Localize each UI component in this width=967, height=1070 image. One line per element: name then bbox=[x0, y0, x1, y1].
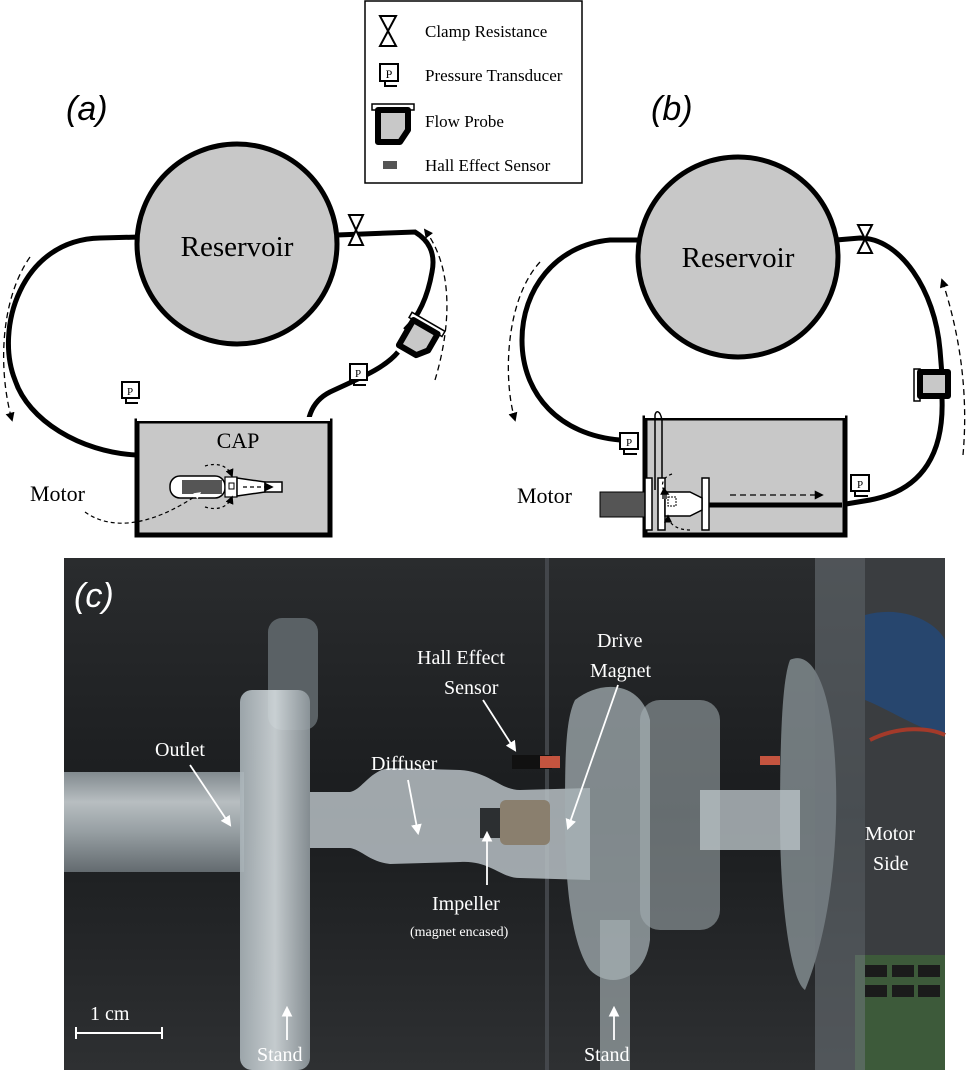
flow-probe-icon bbox=[371, 103, 415, 145]
label-hall-sensor: Sensor bbox=[444, 677, 499, 699]
photo-hall-sensor-marker bbox=[540, 756, 560, 768]
panel-a-motor-pointer bbox=[84, 492, 202, 524]
legend-label-pressure: Pressure Transducer bbox=[425, 66, 563, 85]
panel-a-reservoir-label: Reservoir bbox=[181, 231, 294, 263]
photo-pointer-arrows bbox=[189, 684, 620, 1040]
panel-b-sensor-wire bbox=[654, 410, 663, 490]
panel-a-pressure-transducer-icon: P bbox=[121, 381, 140, 404]
photo-right-housing bbox=[640, 700, 720, 930]
photo-shaft-housing bbox=[700, 790, 800, 850]
label-stand-left: Stand bbox=[257, 1044, 303, 1066]
legend-label-hall: Hall Effect Sensor bbox=[425, 156, 551, 175]
panel-b-flow-arrow-right bbox=[939, 278, 966, 456]
panel-a-tube-left bbox=[6, 234, 141, 458]
panel-a-cap-label: CAP bbox=[217, 428, 260, 453]
svg-text:P: P bbox=[626, 437, 632, 449]
panel-a-label: (a) bbox=[66, 90, 108, 128]
panel-a-flow-arrow-right bbox=[423, 228, 448, 381]
svg-text:P: P bbox=[857, 479, 863, 491]
panel-a-tank-open-top bbox=[137, 417, 330, 421]
label-scale: 1 cm bbox=[90, 1003, 130, 1025]
label-impeller-note: (magnet encased) bbox=[410, 925, 509, 940]
panel-b-pump bbox=[644, 473, 710, 531]
panel-a-flow-probe-icon bbox=[395, 311, 446, 359]
panel-b-tank bbox=[642, 415, 848, 538]
label-hall-effect: Hall Effect bbox=[417, 647, 505, 669]
panel-c-label: (c) bbox=[74, 577, 114, 615]
panel-b-label: (b) bbox=[651, 90, 693, 128]
legend-label-flow: Flow Probe bbox=[425, 112, 504, 131]
panel-b-clamp-icon bbox=[856, 224, 874, 254]
photo-drive-magnet bbox=[500, 800, 550, 845]
panel-a-reservoir bbox=[134, 141, 340, 347]
panel-b-reservoir bbox=[635, 154, 841, 360]
panel-b-flow-probe-icon bbox=[913, 368, 951, 402]
photo-pump-body bbox=[310, 768, 590, 880]
photo-left-stand bbox=[240, 690, 310, 1070]
panel-b-reservoir-label: Reservoir bbox=[682, 242, 795, 274]
scale-bar bbox=[75, 1027, 163, 1039]
label-motor: Motor bbox=[865, 823, 915, 845]
label-impeller: Impeller bbox=[432, 893, 500, 915]
label-outlet: Outlet bbox=[155, 739, 205, 761]
photo-motor-side-plate bbox=[815, 558, 865, 1070]
panel-b: (b) Reservoir P bbox=[507, 90, 966, 538]
label-diffuser: Diffuser bbox=[371, 753, 438, 775]
panel-b-motor bbox=[599, 491, 647, 518]
panel-b-motor-label: Motor bbox=[517, 483, 573, 508]
photo-right-stand-post bbox=[600, 920, 630, 1070]
panel-b-pressure-transducer-icon: P bbox=[619, 432, 639, 455]
label-side: Side bbox=[873, 853, 909, 875]
label-stand-right: Stand bbox=[584, 1044, 630, 1066]
photo-red-wire bbox=[869, 727, 946, 742]
panel-a-flow-arrow-left bbox=[3, 256, 31, 422]
pressure-transducer-icon: P bbox=[379, 63, 399, 87]
panel-b-tube-left bbox=[519, 237, 640, 448]
photo-annotations: Outlet Diffuser Hall Effect Sensor Drive… bbox=[90, 630, 915, 1066]
legend-label-clamp: Clamp Resistance bbox=[425, 22, 547, 41]
panel-a-pressure-transducer-icon: P bbox=[349, 363, 368, 386]
legend-box bbox=[364, 0, 583, 184]
panel-a-motor-label: Motor bbox=[30, 481, 86, 506]
panel-b-tank-open-top bbox=[645, 414, 845, 418]
transducer-letter: P bbox=[386, 67, 393, 81]
photo-outlet-tube bbox=[64, 772, 244, 872]
panel-b-flow-arrow-left bbox=[507, 261, 541, 422]
panel-a-clamp-icon bbox=[347, 214, 365, 246]
svg-text:P: P bbox=[127, 386, 133, 398]
photo-right-stand bbox=[565, 686, 650, 980]
photo-blue-object bbox=[865, 611, 945, 735]
label-magnet: Magnet bbox=[590, 660, 652, 682]
panel-c-photo: (c) Outlet Diffuser Hall Effect Sensor D… bbox=[64, 558, 946, 1070]
label-drive: Drive bbox=[597, 630, 643, 652]
panel-a: (a) Reservoir CAP P bbox=[3, 90, 448, 538]
panel-b-pressure-transducer-icon: P bbox=[850, 474, 870, 497]
hall-effect-sensor-icon bbox=[383, 161, 397, 169]
svg-text:P: P bbox=[355, 368, 361, 380]
panel-b-tube-right-lower bbox=[839, 397, 945, 508]
panel-b-tube-right-upper bbox=[835, 235, 945, 376]
panel-a-pump bbox=[169, 463, 283, 510]
photo-board-chips bbox=[865, 965, 940, 997]
legend: Clamp Resistance P Pressure Transducer F… bbox=[364, 0, 583, 184]
photo-marker-right bbox=[760, 756, 780, 765]
clamp-resistance-icon bbox=[378, 15, 398, 47]
